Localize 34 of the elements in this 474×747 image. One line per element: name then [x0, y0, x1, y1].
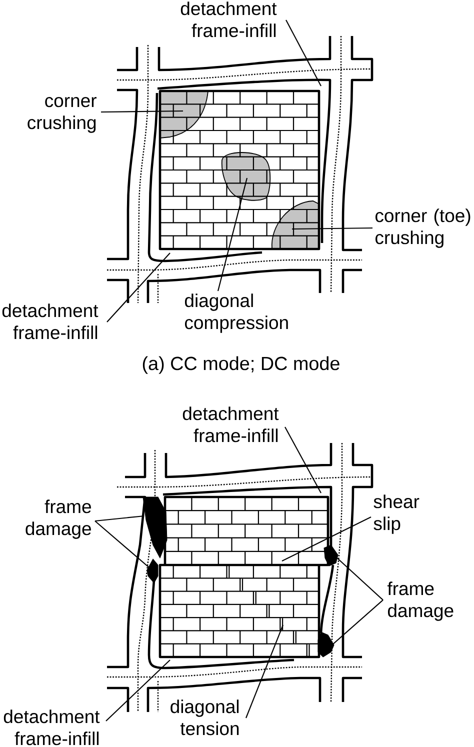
crushing-zone	[272, 200, 320, 250]
leader-line	[284, 426, 322, 494]
crushing-zone	[160, 90, 208, 138]
callout-label: corner (toe) crushing	[376, 208, 470, 248]
brick-infill	[158, 90, 320, 250]
callout-label: detachment frame-infill	[2, 304, 98, 340]
callout-label: diagonal tension	[170, 700, 239, 736]
damage-wedge	[146, 558, 158, 584]
leader-line	[286, 20, 322, 86]
callout-label: detachment frame-infill	[180, 2, 277, 38]
leader-line	[101, 110, 184, 113]
damage-wedge	[324, 544, 338, 566]
leader-line	[94, 515, 144, 522]
callout-label: frame damage	[26, 500, 91, 539]
leader-line	[332, 600, 384, 646]
panel-caption: (a) CC mode; DC mode	[142, 356, 340, 374]
diagonal-crack	[228, 565, 310, 657]
leader-line	[246, 624, 284, 718]
leader-line	[336, 556, 384, 600]
leader-line	[106, 660, 170, 722]
callout-label: corner crushing	[28, 97, 96, 133]
leader-line	[106, 252, 170, 322]
crushing-zone	[221, 152, 271, 201]
leader-line	[217, 178, 248, 292]
leader-line	[292, 227, 373, 230]
brick-infill	[158, 496, 330, 658]
leader-line	[282, 516, 372, 562]
callout-label: diagonal compression	[184, 294, 288, 333]
callout-label: shear slip	[374, 494, 420, 534]
callout-label: frame damage	[387, 582, 454, 621]
callout-label: detachment frame-infill	[182, 406, 279, 442]
damage-wedge	[142, 496, 168, 558]
callout-label: detachment frame-infill	[4, 710, 100, 746]
damage-wedge	[318, 632, 334, 658]
